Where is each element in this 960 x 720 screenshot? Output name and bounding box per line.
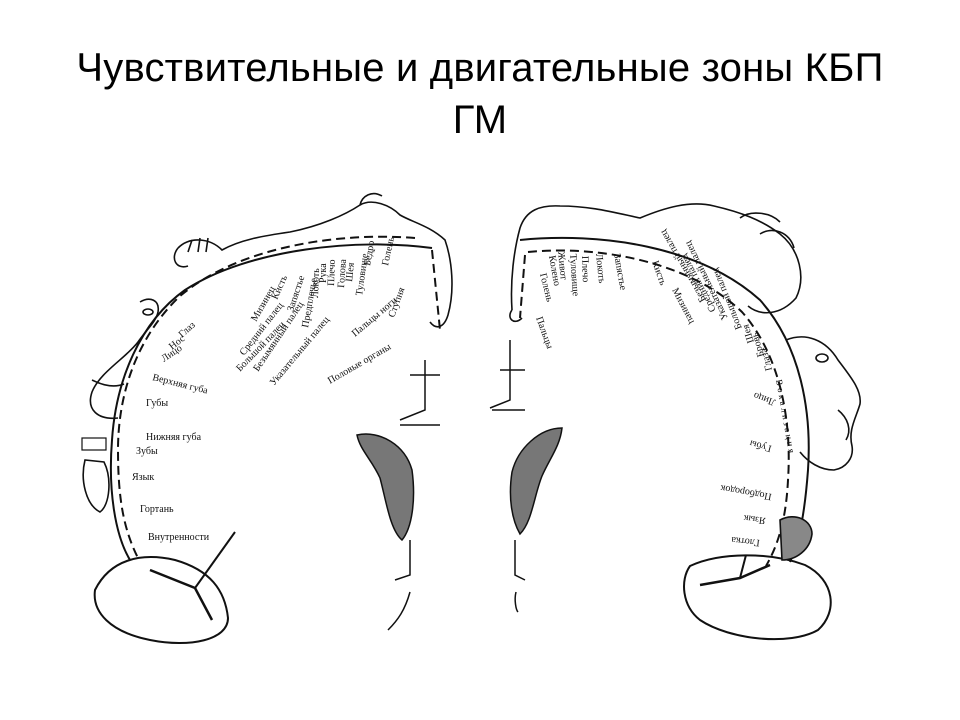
- motor-label-shoulder: Плечо: [579, 256, 591, 283]
- motor-cortex-dashed: [527, 249, 790, 567]
- sensory-label-neck: Шея: [344, 262, 357, 283]
- sensory-label-larynx: Гортань: [140, 504, 174, 515]
- sensory-label-viscera: Внутренности: [148, 532, 210, 543]
- motor-body-figure: [509, 203, 802, 323]
- motor-label-pharynx: Глотка: [730, 534, 760, 548]
- sensory-label-hip: Бедро: [362, 240, 377, 267]
- sensory-medial-dashed: [431, 249, 441, 331]
- motor-label-lips: Губы: [748, 437, 772, 453]
- sensory-label-arm: Рука: [318, 263, 329, 283]
- slide-title: Чувствительные и двигательные зоны КБП Г…: [76, 46, 884, 142]
- motor-temporal-lobe: [683, 554, 832, 641]
- sensory-label-trunk: Туловище: [354, 252, 371, 296]
- sensory-label-upper-lip: Верхняя губа: [151, 372, 209, 397]
- motor-label-wrist: Запястье: [611, 253, 628, 292]
- motor-cortex-outline: [519, 236, 810, 563]
- motor-labels: Пальцы Голень Колено Живот Туловище Плеч…: [533, 227, 797, 548]
- motor-label-abdomen: Живот: [555, 251, 569, 281]
- sensory-label-tongue: Язык: [132, 472, 154, 483]
- sensory-label-genitals: Половые органы: [326, 341, 393, 386]
- motor-hemisphere: [489, 236, 832, 641]
- motor-label-toes: Пальцы: [533, 315, 555, 350]
- sensory-label-teeth: Зубы: [136, 446, 158, 457]
- motor-face-figure: [779, 336, 861, 561]
- sensory-label-lips: Губы: [146, 398, 168, 409]
- sensory-labels: Голень Ступня Пальцы ноги Половые органы…: [132, 235, 408, 543]
- sensory-face-figure: [81, 298, 160, 513]
- motor-label-trunk: Туловище: [567, 253, 581, 297]
- sensory-body-figure: [173, 192, 453, 328]
- motor-label-hand: Кисть: [649, 259, 668, 287]
- sensory-label-shin: Голень: [380, 235, 397, 266]
- motor-label-elbow: Локоть: [593, 253, 607, 284]
- motor-label-knee: Колено: [546, 255, 562, 287]
- motor-ventricle: [509, 427, 563, 536]
- sensory-temporal-lobe: [93, 556, 230, 645]
- motor-medial-dashed: [519, 254, 526, 319]
- sensory-label-elbow: Локоть: [310, 268, 322, 298]
- motor-label-eyes: Глаза: [759, 347, 775, 372]
- motor-label-vocalization: Вокализация: [774, 379, 797, 457]
- motor-label-chin: Подбородок: [719, 482, 772, 502]
- sensory-label-head: Голова: [336, 258, 349, 288]
- motor-label-face: Лицо: [752, 389, 777, 407]
- sensory-label-lower-lip: Нижняя губа: [146, 432, 202, 443]
- sensory-cortex-dashed: [116, 235, 416, 559]
- sensory-label-shoulder: Плечо: [326, 259, 338, 286]
- motor-label-tongue: Язык: [743, 512, 767, 526]
- sensory-ventricle: [356, 433, 415, 542]
